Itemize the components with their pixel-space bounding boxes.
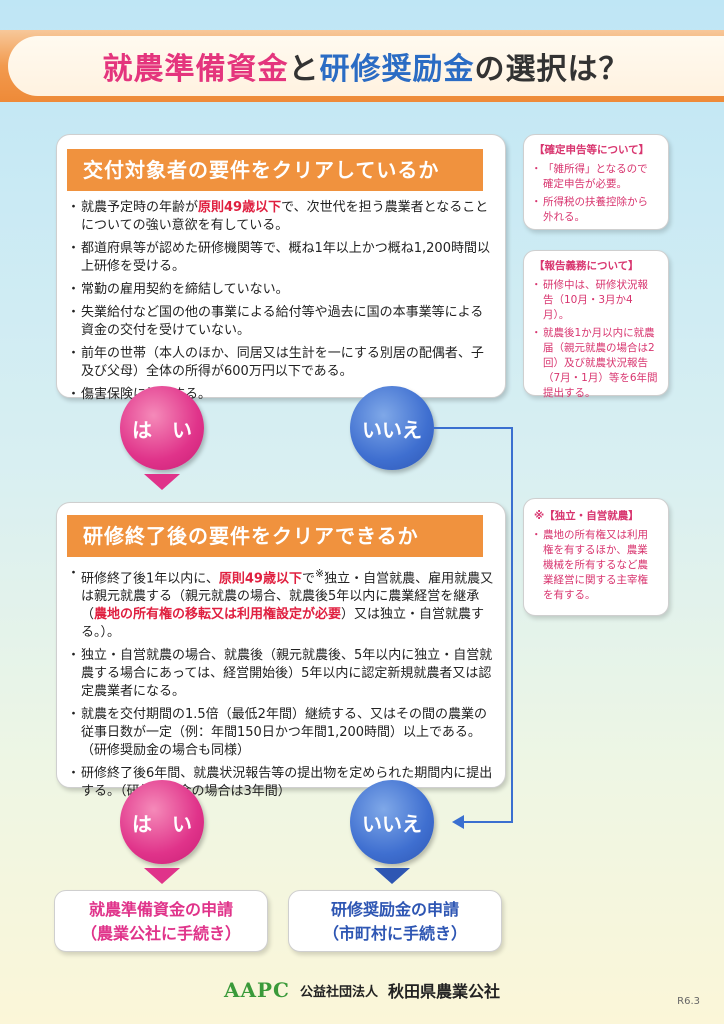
panel2-heading: 研修終了後の要件をクリアできるか (67, 515, 483, 557)
land-rights-highlight: 農地の所有権の移転又は利用権設定が必要 (94, 607, 342, 623)
panel1-bullet-2: 都道府県等が認めた研修機関等で、概ね1年以上かつ概ね1,200時間以上研修を受け… (67, 240, 495, 276)
note-tax-item: 所得税の扶養控除から外れる。 (531, 195, 658, 225)
panel1-bullet-5: 前年の世帯（本人のほか、同居又は生計を一にする別居の配偶者、子及び父母）全体の所… (67, 345, 495, 381)
document-code: R6.3 (677, 996, 700, 1007)
note-report-duty: 【報告義務について】 研修中は、研修状況報告（10月・3月か4月）。 就農後1か… (523, 250, 669, 399)
yes-arrow-1 (144, 474, 180, 490)
result2-title: 研修奨励金の申請 (330, 900, 459, 919)
note-tax-item: 「雑所得」となるので確定申告が必要。 (531, 162, 658, 192)
requirements-panel-2: 研修終了後の要件をクリアできるか 研修終了後1年以内に、原則49歳以下で※独立・… (56, 502, 506, 799)
note-tax-heading: 【確定申告等について】 (534, 144, 650, 156)
note-report-item: 研修中は、研修状況報告（10月・3月か4月）。 (531, 278, 658, 323)
yes-circle-2: は い (120, 780, 204, 864)
no-circle-2: いいえ (350, 780, 434, 864)
panel2-bullet-3: 就農を交付期間の1.5倍（最低2年間）継続する、又はその間の農業の従事日数が一定… (67, 706, 495, 760)
note-independent-heading: ※【独立・自営就農】 (534, 510, 639, 522)
result1-subtitle: （農業公社に手続き） (80, 924, 241, 943)
title-part2: と (288, 52, 320, 87)
panel1-bullets: 就農予定時の年齢が原則49歳以下で、次世代を担う農業者となることについての強い意… (67, 199, 495, 409)
no-arrow-2 (374, 868, 410, 884)
panel2-bullet-2: 独立・自営就農の場合、就農後（親元就農後、5年以内に独立・自営就農する場合にあっ… (67, 647, 495, 701)
panel1-heading: 交付対象者の要件をクリアしているか (67, 149, 483, 191)
age-highlight: 原則49歳以下 (218, 571, 302, 587)
org-type: 公益社団法人 (299, 984, 378, 1000)
panel1-bullet-3: 常勤の雇用契約を締結していない。 (67, 281, 495, 299)
panel2-bullet-1: 研修終了後1年以内に、原則49歳以下で※独立・自営就農、雇用就農又は親元就農する… (67, 565, 495, 642)
note-report-item: 就農後1か月以内に就農届（親元就農の場合は2回）及び就農状況報告（7月・1月）等… (531, 326, 658, 401)
org-name: 秋田県農業公社 (388, 982, 501, 1001)
note-independent-item: 農地の所有権又は利用権を有するほか、農業機械を所有するなど農業経営に関する主宰権… (531, 528, 658, 603)
yes-circle-1: は い (120, 386, 204, 470)
note-report-heading: 【報告義務について】 (534, 260, 639, 272)
title-part1: 就農準備資金 (102, 52, 289, 87)
footer: AAPC 公益社団法人 秋田県農業公社 (0, 978, 724, 1002)
panel1-bullet-4: 失業給付など国の他の事業による給付等や過去に国の本事業等による資金の交付を受けて… (67, 304, 495, 340)
note-tax-filing: 【確定申告等について】 「雑所得」となるので確定申告が必要。 所得税の扶養控除か… (523, 134, 669, 230)
age-highlight: 原則49歳以下 (198, 200, 282, 215)
panel2-bullets: 研修終了後1年以内に、原則49歳以下で※独立・自営就農、雇用就農又は親元就農する… (67, 565, 495, 806)
aapc-logo: AAPC (223, 978, 290, 1002)
no-circle-1: いいえ (350, 386, 434, 470)
page-title: 就農準備資金 と 研修奨励金 の選択は？ (8, 36, 724, 96)
result1-title: 就農準備資金の申請 (88, 900, 233, 919)
note-independent-farming: ※【独立・自営就農】 農地の所有権又は利用権を有するほか、農業機械を所有するなど… (523, 498, 669, 616)
result2-subtitle: （市町村に手続き） (322, 924, 467, 943)
title-part3: 研修奨励金 (319, 52, 475, 87)
requirements-panel-1: 交付対象者の要件をクリアしているか 就農予定時の年齢が原則49歳以下で、次世代を… (56, 134, 506, 404)
result-training-grant: 研修奨励金の申請 （市町村に手続き） (288, 890, 502, 952)
result-preparation-fund: 就農準備資金の申請 （農業公社に手続き） (54, 890, 268, 952)
title-banner: 就農準備資金 と 研修奨励金 の選択は？ (0, 30, 724, 102)
title-part4: の選択は？ (474, 52, 630, 87)
panel1-bullet-1: 就農予定時の年齢が原則49歳以下で、次世代を担う農業者となることについての強い意… (67, 199, 495, 235)
yes-arrow-2 (144, 868, 180, 884)
